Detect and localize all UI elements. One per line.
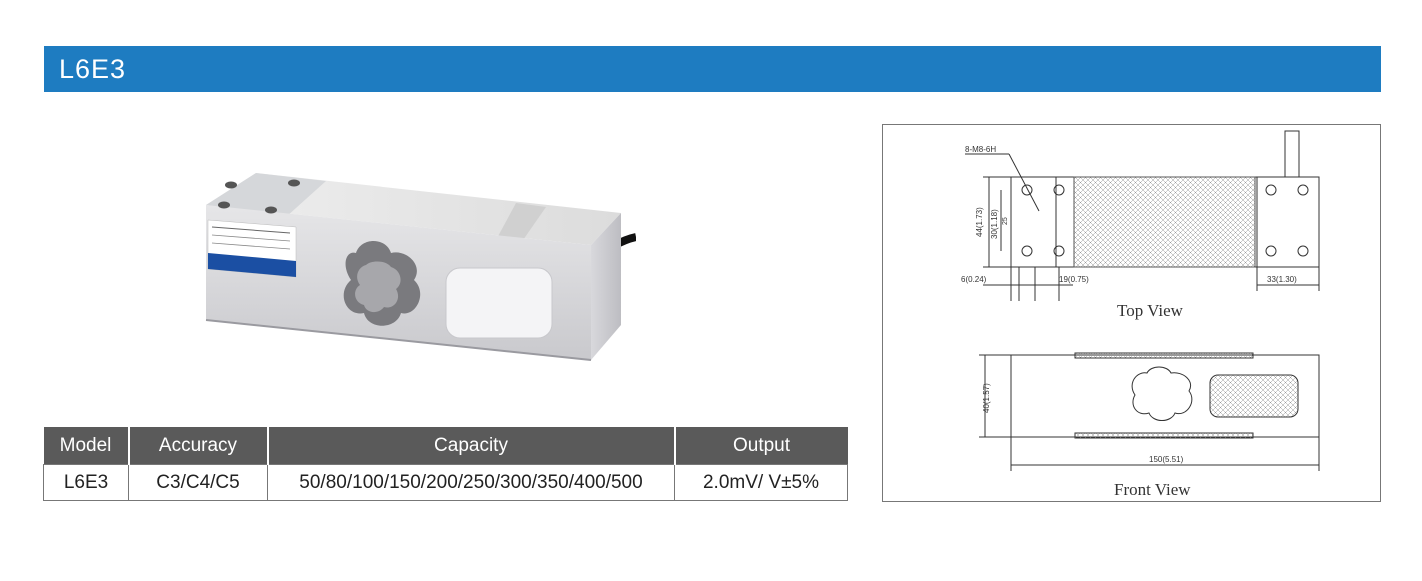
dim-right-offset-label: 33(1.30)	[1267, 275, 1297, 284]
dim-thread-label: 8-M8-6H	[965, 145, 996, 154]
spec-table: Model Accuracy Capacity Output L6E3 C3/C…	[43, 427, 848, 501]
table-row: L6E3 C3/C4/C5 50/80/100/150/200/250/300/…	[43, 464, 848, 501]
dimension-drawing: 8-M8-6H 44(1.73) 30(1.18) 25 6(0.24) 19(…	[882, 124, 1381, 502]
cell-output: 2.0mV/ V±5%	[674, 464, 848, 501]
dim-hole-spacing-label: 30(1.18)	[990, 209, 999, 239]
cell-accuracy: C3/C4/C5	[128, 464, 268, 501]
cell-capacity: 50/80/100/150/200/250/300/350/400/500	[267, 464, 675, 501]
spec-table-header-row: Model Accuracy Capacity Output	[43, 427, 848, 465]
dim-edge-offset-label: 6(0.24)	[961, 275, 987, 284]
column-header-accuracy: Accuracy	[127, 427, 268, 465]
dim-hole-pitch-label: 19(0.75)	[1059, 275, 1089, 284]
front-view-caption: Front View	[1114, 480, 1191, 499]
dim-height-top-label: 44(1.73)	[975, 207, 984, 237]
technical-drawing: 8-M8-6H 44(1.73) 30(1.18) 25 6(0.24) 19(…	[961, 130, 1320, 499]
page-title: L6E3	[44, 46, 1381, 92]
product-photo	[205, 173, 636, 361]
column-header-model: Model	[43, 427, 129, 465]
column-header-capacity: Capacity	[266, 427, 675, 465]
dim-length-label: 150(5.51)	[1149, 455, 1184, 464]
top-view-caption: Top View	[1117, 301, 1184, 320]
cell-model: L6E3	[43, 464, 129, 501]
column-header-output: Output	[673, 427, 848, 465]
dim-height-front-label: 40(1.57)	[982, 383, 991, 413]
dim-hole-spacing-alt-label: 25	[1002, 217, 1009, 225]
